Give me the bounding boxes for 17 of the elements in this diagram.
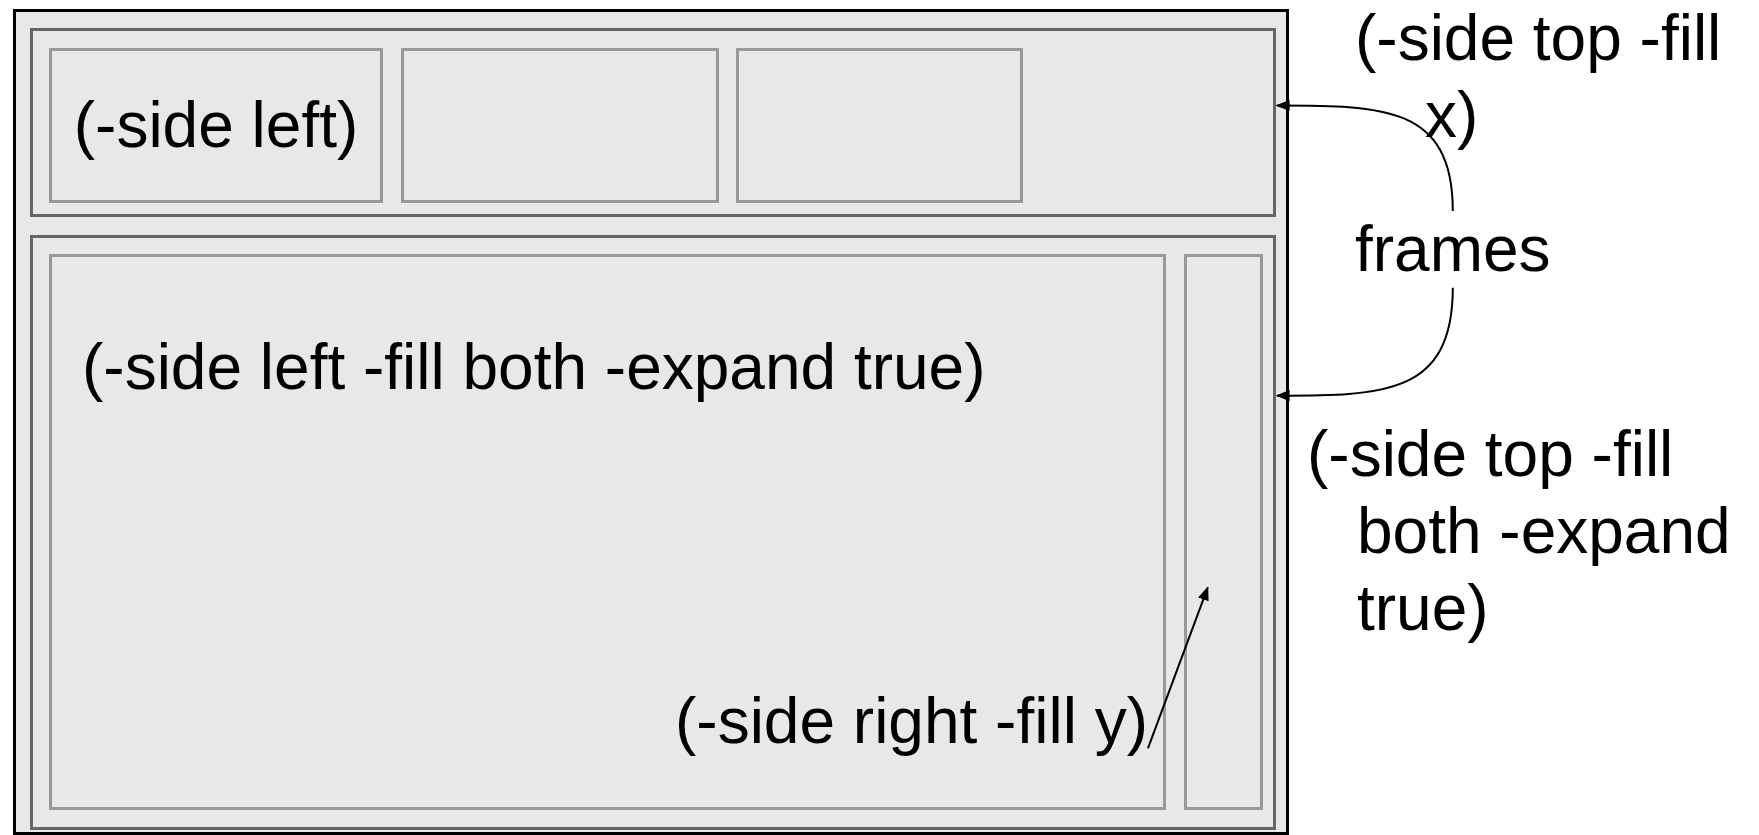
arrow (1275, 99, 1454, 212)
frame-box (30, 235, 1276, 830)
widget-box (1184, 254, 1263, 810)
widget-label: (-side left) (73, 88, 359, 164)
window-box (13, 9, 1289, 835)
arrow (1275, 286, 1454, 402)
frame-box (30, 28, 1276, 217)
leader-line (1146, 586, 1209, 750)
widget-box (736, 48, 1023, 203)
option-caption: (-side top -fill x) (1355, 1, 1723, 153)
widget-box (49, 254, 1166, 810)
label-text: frames (1355, 211, 1551, 288)
widget-box (401, 48, 719, 203)
widget-box (49, 48, 383, 203)
option-caption: (-side top -fill both -expand true) (1307, 417, 1732, 646)
widget-label: (-side left -fill both -expand true) (82, 330, 986, 405)
annotation-text: (-side right -fill y) (675, 683, 1148, 760)
